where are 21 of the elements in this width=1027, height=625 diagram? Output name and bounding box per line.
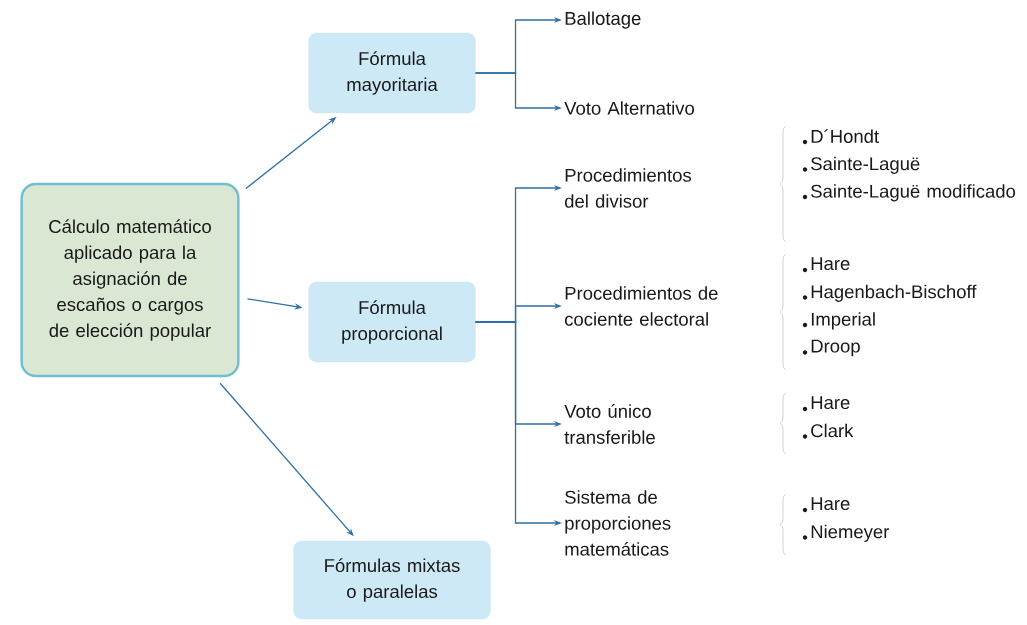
- method-label: Procedimientos del divisor: [565, 168, 691, 208]
- formula-box: Fórmula proporcional: [308, 281, 476, 363]
- method-item: Hagenbach-Bischoff: [811, 284, 977, 302]
- formula-box: Fórmulas mixtas o paralelas: [293, 540, 491, 620]
- topic-box: Cálculo matemático aplicado para la asignación de escaños o cargos de elección popular: [20, 182, 240, 378]
- method-item: Clark: [811, 423, 854, 438]
- method-item: Droop: [811, 339, 860, 357]
- method-label: Voto Alternativo: [564, 101, 695, 115]
- method-label: Voto único transferible: [564, 404, 655, 444]
- method-item: D´Hondt: [811, 129, 879, 143]
- method-item: Sainte-Laguë: [811, 156, 920, 174]
- formula-box: Fórmula mayoritaria: [308, 32, 476, 114]
- method-item: Imperial: [811, 312, 875, 330]
- method-item: Sainte-Laguë modificado: [811, 184, 1016, 202]
- method-label: Ballotage: [565, 11, 641, 29]
- method-label: Sistema de proporciones matemáticas: [565, 490, 671, 556]
- method-item: Niemeyer: [811, 524, 890, 542]
- method-label: Procedimientos de cociente electoral: [565, 286, 718, 326]
- method-item: Hare: [811, 257, 850, 271]
- method-item: Hare: [811, 396, 850, 410]
- method-item: Hare: [811, 497, 850, 511]
